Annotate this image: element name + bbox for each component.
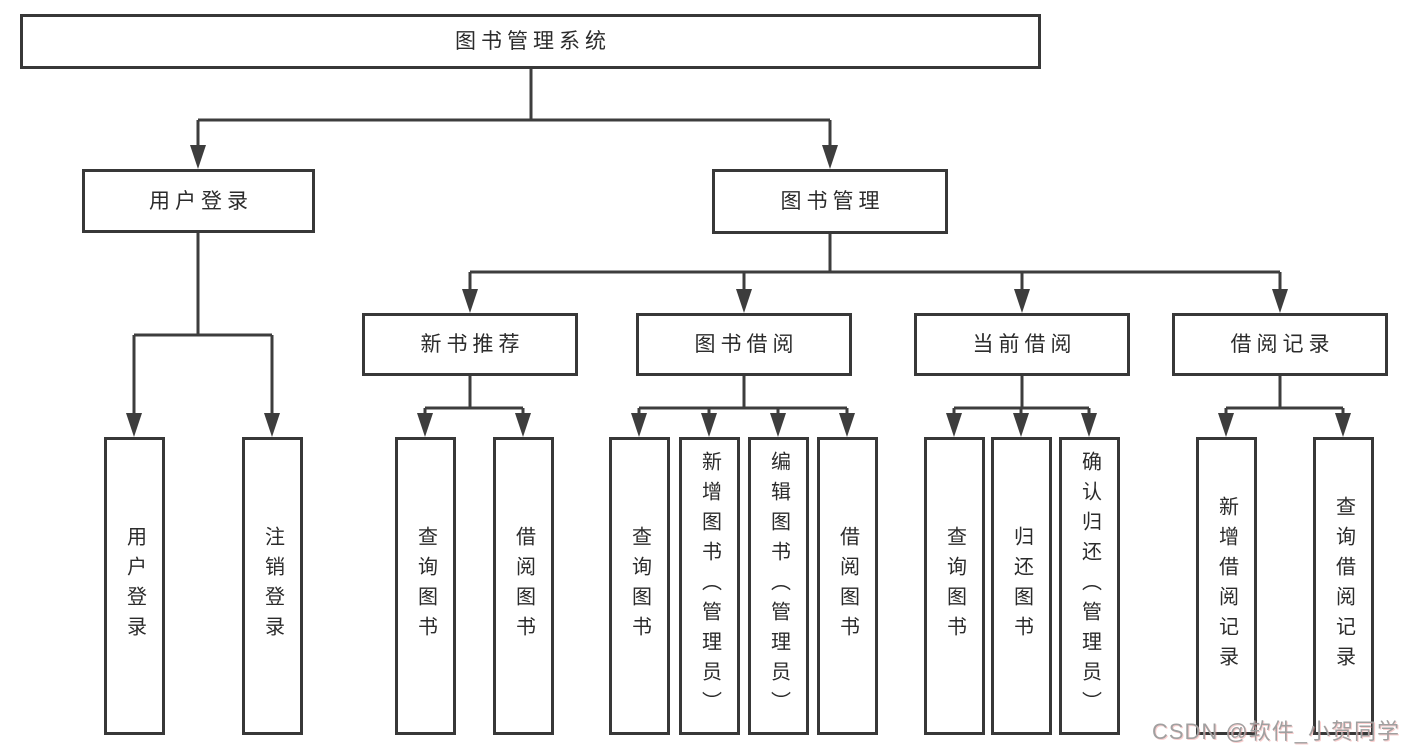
arrowhead	[822, 145, 838, 169]
leaf-label: 归还图书	[1010, 526, 1033, 646]
leaf-label: 用户登录	[123, 526, 146, 646]
node-label: 用户登录	[149, 189, 253, 213]
node-label: 图书借阅	[694, 333, 799, 356]
leaf-borrow-books-recommend: 借阅图书	[493, 437, 554, 735]
leaf-borrow-books-borrowing: 借阅图书	[817, 437, 878, 735]
leaf-label: 查询图书	[943, 526, 966, 646]
node-new-book-recommendation: 新书推荐	[362, 313, 578, 376]
arrowhead	[1014, 289, 1030, 313]
arrowhead	[264, 413, 280, 437]
node-borrow-records: 借阅记录	[1172, 313, 1388, 376]
leaf-label: 查询图书	[414, 526, 437, 646]
leaf-logout: 注销登录	[242, 437, 303, 735]
leaf-label: 注销登录	[261, 526, 284, 646]
node-user-login: 用户登录	[82, 169, 315, 233]
connector-new-book-to-leaves	[417, 376, 531, 437]
node-book-borrowing: 图书借阅	[636, 313, 852, 376]
arrowhead	[631, 413, 647, 437]
leaf-add-borrow-record: 新增借阅记录	[1196, 437, 1257, 735]
arrowhead	[1218, 413, 1234, 437]
leaf-query-books-borrowing: 查询图书	[609, 437, 670, 735]
node-current-borrowing: 当前借阅	[914, 313, 1130, 376]
node-book-management-system: 图书管理系统	[20, 14, 1041, 69]
connector-current-borrow-to-leaves	[946, 376, 1097, 437]
leaf-label: 新增借阅记录	[1215, 496, 1238, 676]
arrowhead	[770, 413, 786, 437]
connector-root-to-level2	[190, 69, 838, 169]
leaf-query-books-recommend: 查询图书	[395, 437, 456, 735]
leaf-label: 新增图书（管理员）	[698, 451, 721, 721]
leaf-confirm-return-admin: 确认归还（管理员）	[1059, 437, 1120, 735]
node-label: 图书管理	[780, 190, 885, 213]
leaf-edit-books-admin: 编辑图书（管理员）	[748, 437, 809, 735]
leaf-query-borrow-record: 查询借阅记录	[1313, 437, 1374, 735]
leaf-label: 借阅图书	[836, 526, 859, 646]
arrowhead	[701, 413, 717, 437]
connector-book-borrow-to-leaves	[631, 376, 855, 437]
arrowhead	[839, 413, 855, 437]
node-label: 新书推荐	[420, 333, 525, 356]
arrowhead	[190, 145, 206, 169]
leaf-user-login: 用户登录	[104, 437, 165, 735]
leaf-label: 借阅图书	[512, 526, 535, 646]
arrowhead	[126, 413, 142, 437]
node-label: 借阅记录	[1230, 333, 1335, 356]
arrowhead	[1013, 413, 1029, 437]
node-label: 图书管理系统	[455, 30, 611, 53]
connector-borrow-records-to-leaves	[1218, 376, 1351, 437]
connector-user-login-to-leaves	[126, 233, 280, 437]
arrowhead	[1335, 413, 1351, 437]
arrowhead	[946, 413, 962, 437]
arrowhead	[515, 413, 531, 437]
leaf-return-books: 归还图书	[991, 437, 1052, 735]
leaf-add-books-admin: 新增图书（管理员）	[679, 437, 740, 735]
leaf-label: 查询图书	[628, 526, 651, 646]
node-book-management: 图书管理	[712, 169, 948, 234]
leaf-label: 查询借阅记录	[1332, 496, 1355, 676]
arrowhead	[1272, 289, 1288, 313]
connector-book-mgmt-to-level3	[462, 234, 1288, 313]
csdn-watermark: CSDN @软件_小贺同学	[1151, 719, 1400, 744]
node-label: 当前借阅	[972, 333, 1077, 356]
arrowhead	[417, 413, 433, 437]
leaf-label: 确认归还（管理员）	[1078, 451, 1101, 721]
arrowhead	[1081, 413, 1097, 437]
leaf-query-books-current: 查询图书	[924, 437, 985, 735]
arrowhead	[736, 289, 752, 313]
arrowhead	[462, 289, 478, 313]
leaf-label: 编辑图书（管理员）	[767, 451, 790, 721]
